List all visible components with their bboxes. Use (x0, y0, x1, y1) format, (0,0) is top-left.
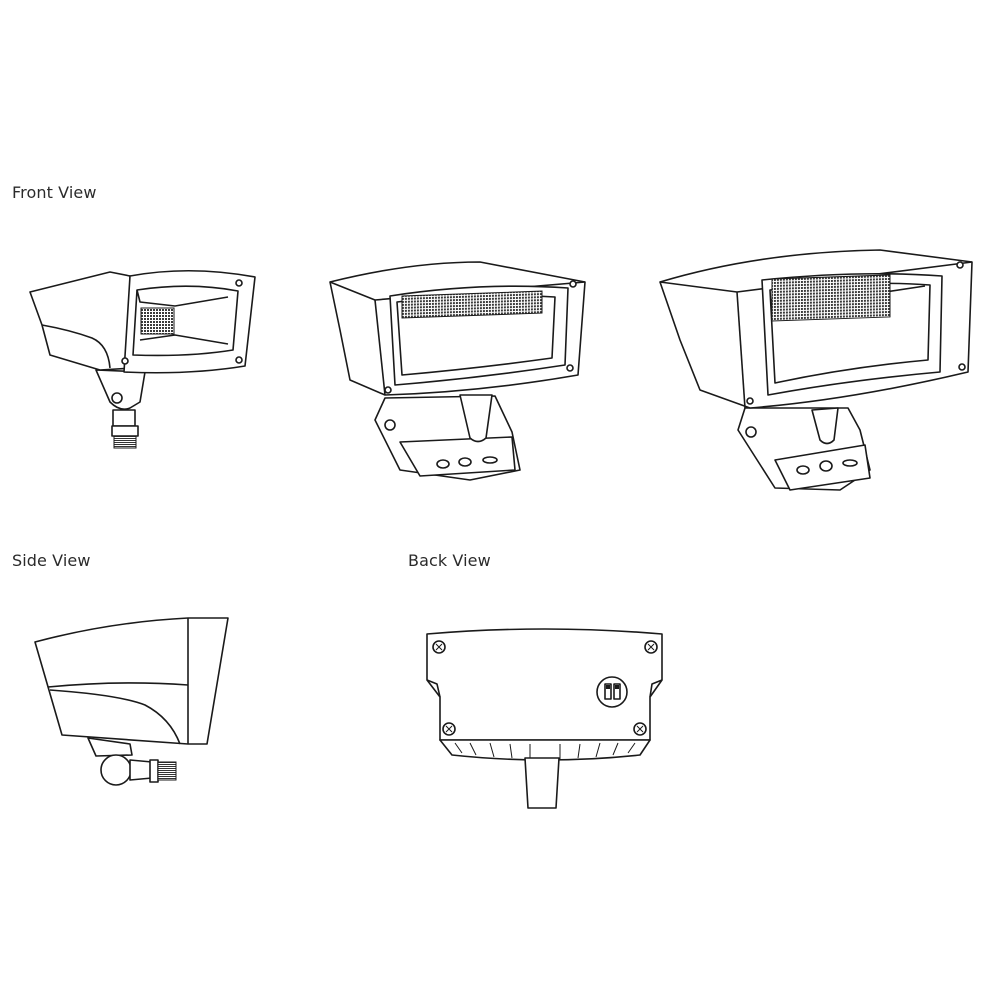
side-view-label: Side View (12, 551, 91, 570)
front-view-medium-fixture (329, 261, 586, 481)
dip-switch-icon (596, 676, 628, 708)
screw-icon (442, 722, 456, 736)
screw-icon (432, 640, 446, 654)
back-view-label: Back View (408, 551, 491, 570)
front-view-large-fixture (659, 249, 973, 491)
screw-icon (633, 722, 647, 736)
side-view-fixture (34, 617, 229, 786)
front-view-label: Front View (12, 183, 97, 202)
screw-icon (644, 640, 658, 654)
front-view-small-fixture (29, 269, 256, 449)
back-view-fixture (426, 628, 663, 809)
